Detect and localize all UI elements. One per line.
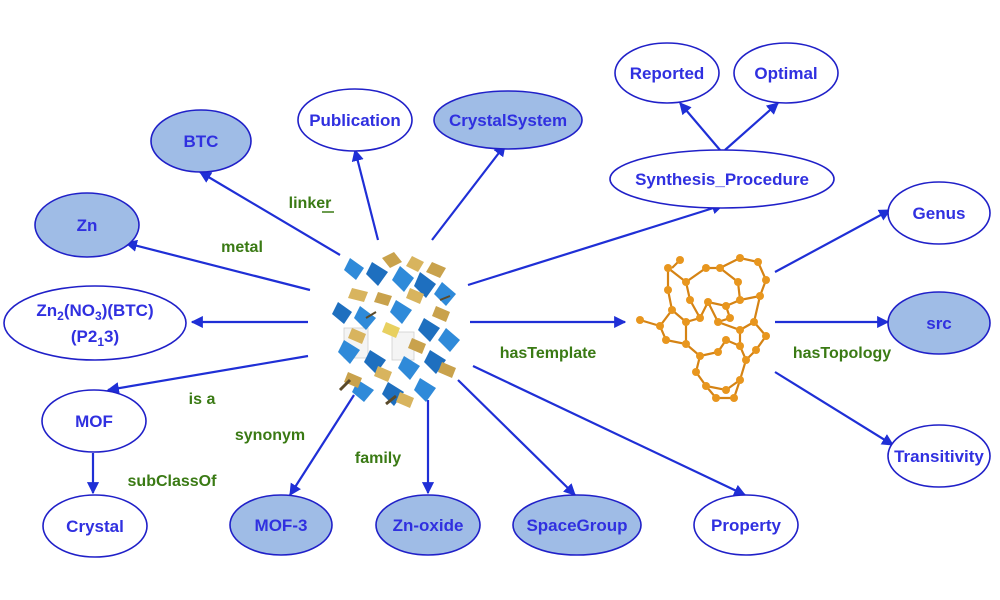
node-src[interactable]: src [887, 291, 991, 355]
edge-to-optimal [724, 102, 779, 151]
node-reported[interactable]: Reported [614, 42, 720, 104]
node-property[interactable]: Property [693, 494, 799, 556]
svg-text:src: src [926, 314, 952, 333]
edge-label-hastemplate: hasTemplate [500, 345, 597, 362]
edge-to-transitivity [774, 371, 895, 446]
svg-text:Optimal: Optimal [754, 64, 817, 83]
svg-text:BTC: BTC [184, 132, 219, 151]
node-space-group[interactable]: SpaceGroup [512, 494, 642, 556]
svg-text:Reported: Reported [630, 64, 705, 83]
node-genus[interactable]: Genus [887, 181, 991, 245]
edge-to-property [472, 365, 747, 496]
edges [86, 102, 895, 497]
edge-label-family: family [355, 450, 401, 467]
node-zn-oxide[interactable]: Zn-oxide [375, 494, 481, 556]
edge-to-genus [774, 209, 892, 273]
svg-text:SpaceGroup: SpaceGroup [526, 516, 627, 535]
edge-to-mof3 [289, 394, 355, 497]
node-zn[interactable]: Zn [34, 192, 140, 258]
node-btc[interactable]: BTC [150, 109, 252, 173]
formula-line-1: Zn2(NO3)(BTC) [36, 301, 153, 323]
edge-label-is-a: is a [189, 391, 216, 408]
node-crystal[interactable]: Crystal [42, 494, 148, 558]
edge-to-zn [124, 239, 311, 292]
svg-text:Synthesis_Procedure: Synthesis_Procedure [635, 170, 809, 189]
topology-atoms [636, 254, 770, 402]
node-mof[interactable]: MOF [41, 389, 147, 453]
node-synthesis-procedure[interactable]: Synthesis_Procedure [609, 149, 835, 209]
node-formula[interactable]: Zn2(NO3)(BTC) (P213) [3, 285, 187, 361]
svg-text:Genus: Genus [913, 204, 966, 223]
svg-text:Property: Property [711, 516, 781, 535]
edge-to-btc [198, 171, 341, 256]
svg-text:Crystal: Crystal [66, 517, 124, 536]
edge-label-linker: linker [289, 195, 332, 212]
svg-text:CrystalSystem: CrystalSystem [449, 111, 567, 130]
edge-to-reported [679, 102, 721, 151]
svg-text:MOF: MOF [75, 412, 113, 431]
edge-label-synonym: synonym [235, 427, 305, 444]
node-mof3[interactable]: MOF-3 [229, 494, 333, 556]
formula-line-2: (P213) [71, 327, 119, 349]
edge-to-publication [351, 148, 380, 241]
node-transitivity[interactable]: Transitivity [887, 424, 991, 488]
svg-text:Transitivity: Transitivity [894, 447, 984, 466]
svg-text:MOF-3: MOF-3 [255, 516, 308, 535]
edge-to-mof [106, 354, 309, 395]
svg-text:Zn: Zn [77, 216, 98, 235]
edge-label-subclassof: subClassOf [128, 473, 218, 490]
svg-text:Publication: Publication [309, 111, 401, 130]
mof-structure-image [332, 252, 460, 408]
edge-to-spacegroup [457, 379, 576, 496]
edge-label-metal: metal [221, 239, 263, 256]
edge-to-synthesis [467, 202, 725, 287]
svg-text:Zn-oxide: Zn-oxide [393, 516, 464, 535]
node-publication[interactable]: Publication [297, 88, 413, 152]
node-optimal[interactable]: Optimal [733, 42, 839, 104]
node-crystal-system[interactable]: CrystalSystem [433, 90, 583, 150]
edge-label-hastopology: hasTopology [793, 345, 891, 362]
edge-to-crystalsystem [431, 144, 506, 241]
